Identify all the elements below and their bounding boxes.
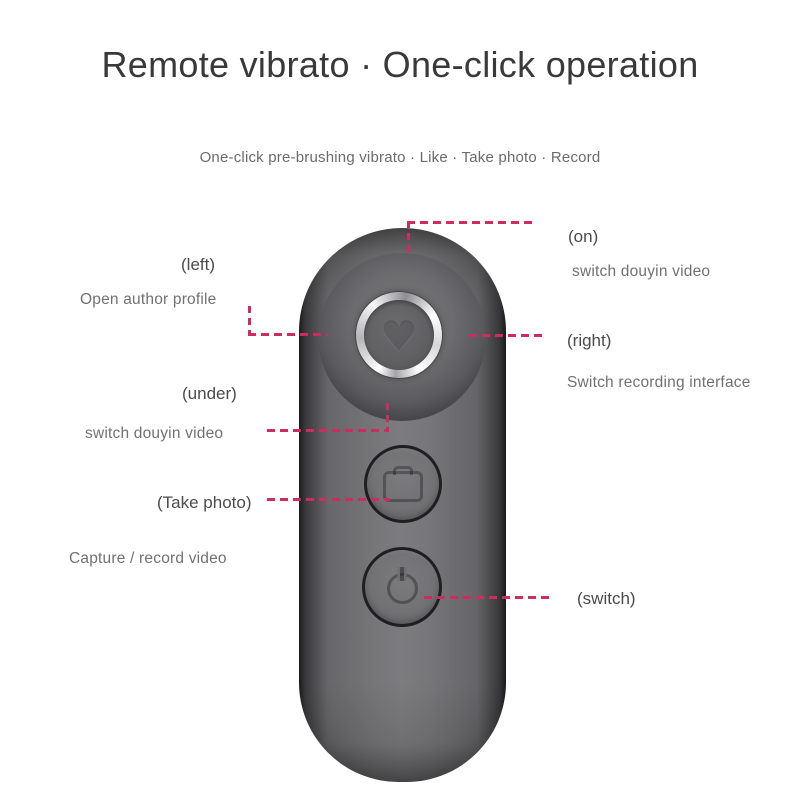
- callout-under-description: switch douyin video: [85, 425, 224, 442]
- callout-left-label: (left): [181, 255, 215, 274]
- callout-line-on-vertical: [407, 221, 410, 255]
- callout-takephoto-label: (Take photo): [157, 493, 252, 512]
- heart-ring-button-face: ♥: [364, 300, 434, 370]
- callout-line-under-vertical: [386, 403, 389, 432]
- heart-icon: ♥: [380, 311, 418, 361]
- power-button: [362, 547, 442, 627]
- callout-on-label: (on): [568, 227, 599, 246]
- callout-left-description: Open author profile: [80, 291, 217, 308]
- remote-device-body: ♥: [299, 228, 506, 782]
- callout-under-label: (under): [182, 384, 237, 403]
- callout-line-left-horizontal: [248, 333, 328, 336]
- power-icon-bar: [400, 567, 404, 581]
- callout-line-left-vertical: [248, 306, 251, 336]
- callout-line-switch-horizontal: [424, 596, 549, 599]
- heart-ring-button: ♥: [356, 292, 442, 378]
- callout-on-description: switch douyin video: [572, 263, 711, 280]
- camera-icon: [383, 471, 423, 502]
- callout-line-right-horizontal: [469, 334, 547, 337]
- page-subtitle: One-click pre-brushing vibrato · Like · …: [199, 149, 601, 166]
- camera-button: [364, 445, 442, 523]
- callout-right-description: Switch recording interface: [567, 374, 751, 391]
- callout-line-takephoto-horizontal: [267, 498, 390, 501]
- callout-line-on-horizontal: [407, 221, 534, 224]
- callout-takephoto-description: Capture / record video: [69, 550, 227, 567]
- page-title: Remote vibrato · One-click operation: [101, 44, 699, 85]
- callout-switch-label: (switch): [577, 589, 636, 608]
- callout-right-label: (right): [567, 331, 612, 350]
- power-icon: [386, 567, 418, 604]
- callout-line-under-horizontal: [267, 429, 389, 432]
